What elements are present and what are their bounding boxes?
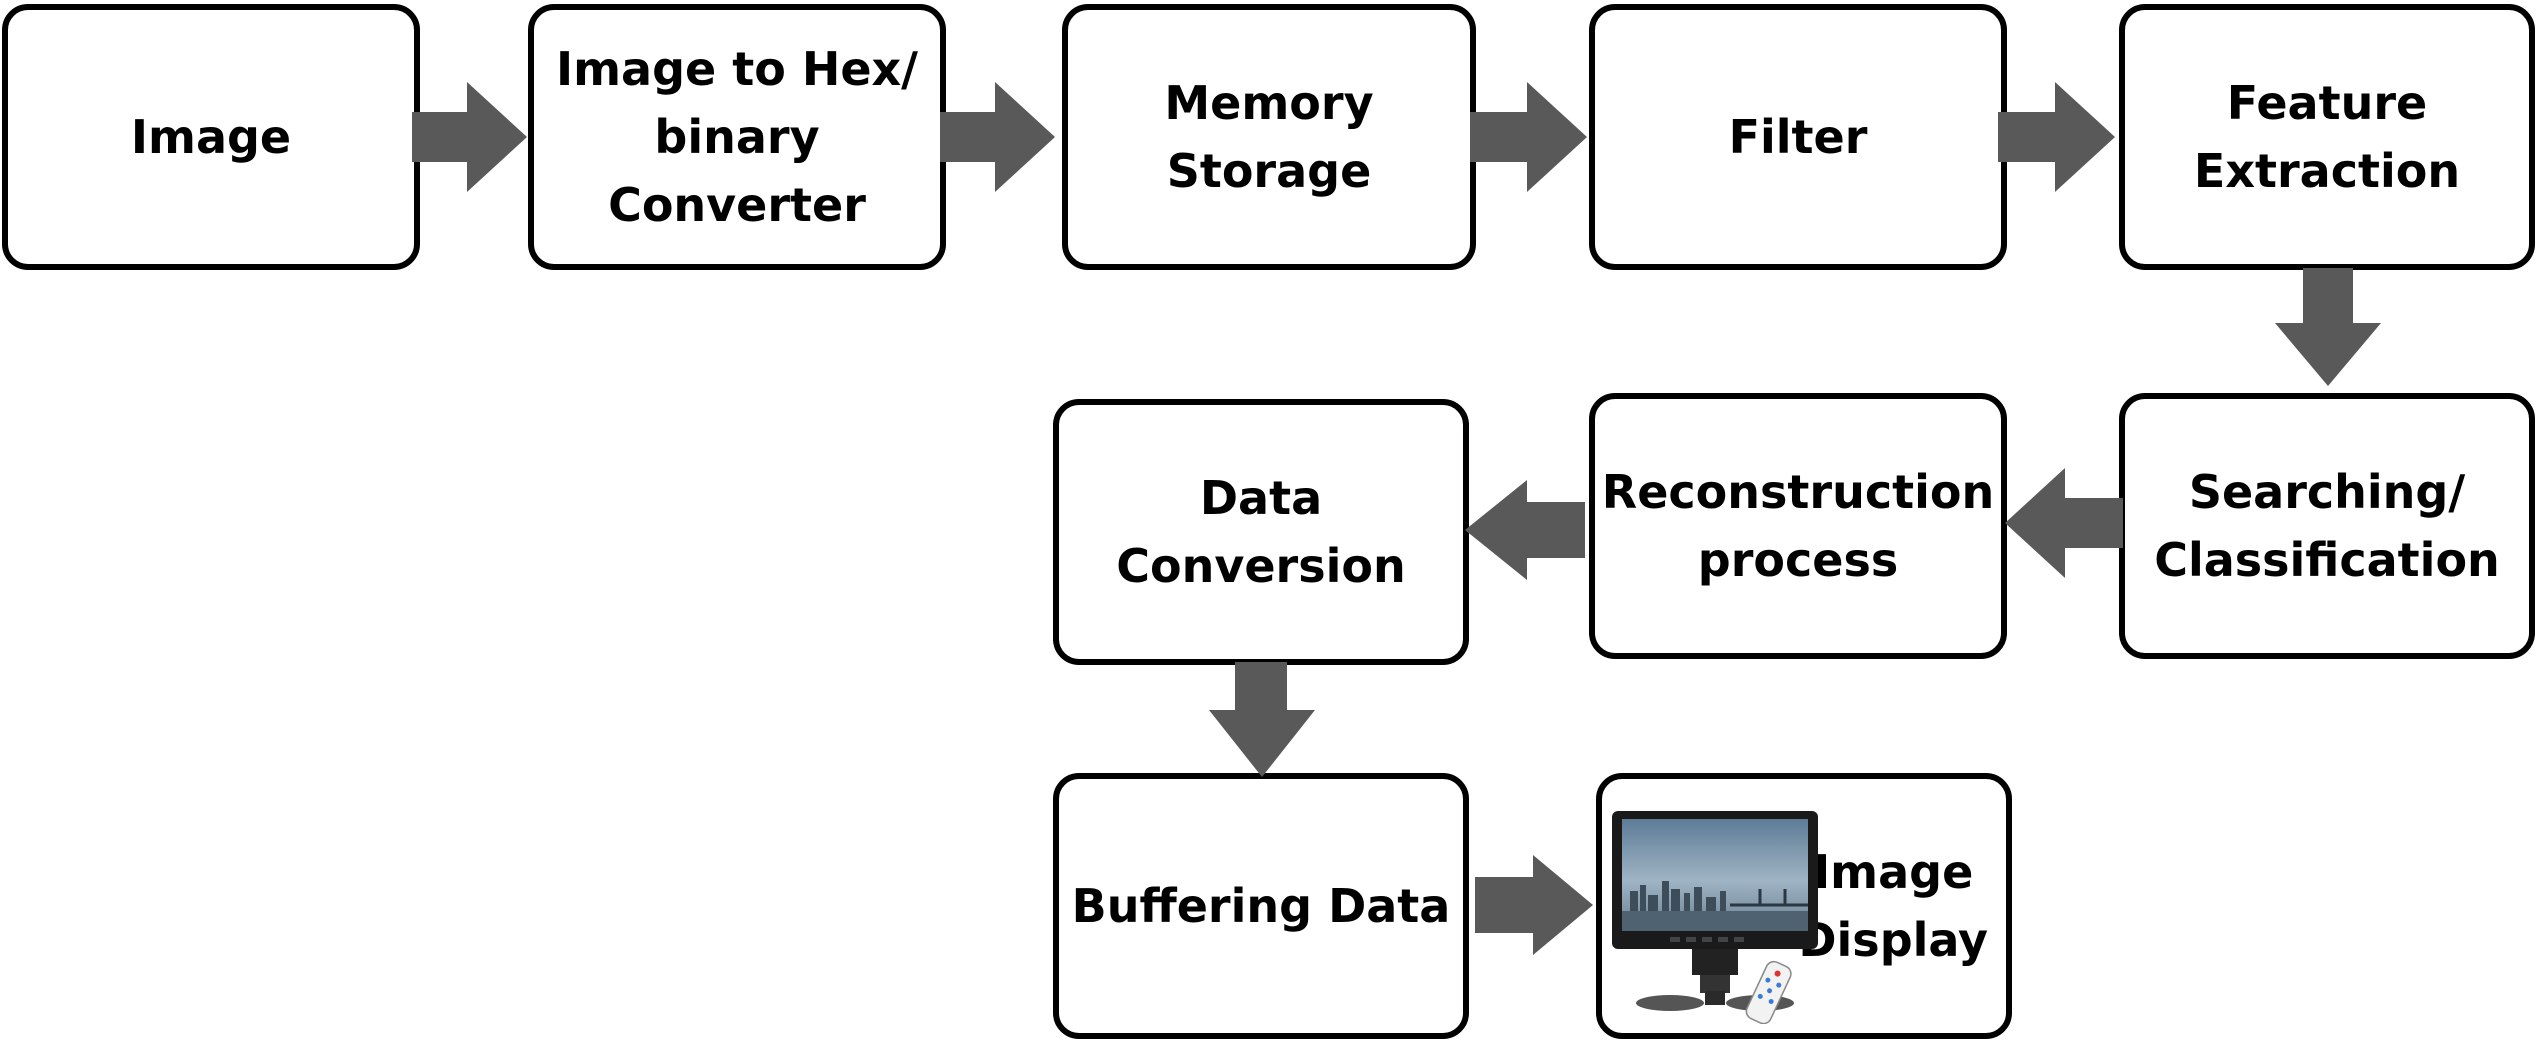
- node-data-conversion-label: Data Conversion: [1116, 471, 1406, 593]
- node-buffering-label: Buffering Data: [1071, 879, 1451, 933]
- arrow-buffering-to-display: [1475, 855, 1593, 955]
- arrow-data-conversion-to-buffering: [1209, 662, 1315, 777]
- arrow-memory-to-filter: [1470, 82, 1587, 192]
- node-memory-label: Memory Storage: [1164, 76, 1374, 198]
- node-filter-label: Filter: [1728, 110, 1868, 164]
- arrow-filter-to-feature: [1998, 82, 2115, 192]
- node-buffering-data: Buffering Data: [1053, 773, 1469, 1039]
- node-searching-classification: Searching/ Classification: [2119, 393, 2535, 659]
- node-memory-storage: Memory Storage: [1062, 4, 1476, 270]
- node-image: Image: [2, 4, 420, 270]
- node-reconstruction-label: Reconstruction process: [1601, 465, 1995, 587]
- arrow-feature-to-searching: [2275, 268, 2381, 386]
- node-feature-label: Feature Extraction: [2193, 76, 2461, 198]
- node-image-display: Image Display: [1596, 773, 2012, 1039]
- node-data-conversion: Data Conversion: [1053, 399, 1469, 665]
- monitor-with-remote-picture: [1612, 811, 1818, 1024]
- arrow-converter-to-memory: [940, 82, 1055, 192]
- node-searching-label: Searching/ Classification: [2154, 465, 2500, 587]
- node-feature-extraction: Feature Extraction: [2119, 4, 2535, 270]
- node-converter-label: Image to Hex/ binary Converter: [555, 42, 918, 232]
- arrow-reconstruction-to-data-conversion: [1465, 480, 1585, 580]
- arrow-image-to-converter: [412, 82, 527, 192]
- node-filter: Filter: [1589, 4, 2007, 270]
- node-image-to-hex-binary-converter: Image to Hex/ binary Converter: [528, 4, 946, 270]
- node-display-label: Image Display: [1798, 845, 1988, 967]
- node-image-label: Image: [130, 110, 292, 164]
- arrow-searching-to-reconstruction: [2005, 468, 2123, 578]
- node-reconstruction-process: Reconstruction process: [1589, 393, 2007, 659]
